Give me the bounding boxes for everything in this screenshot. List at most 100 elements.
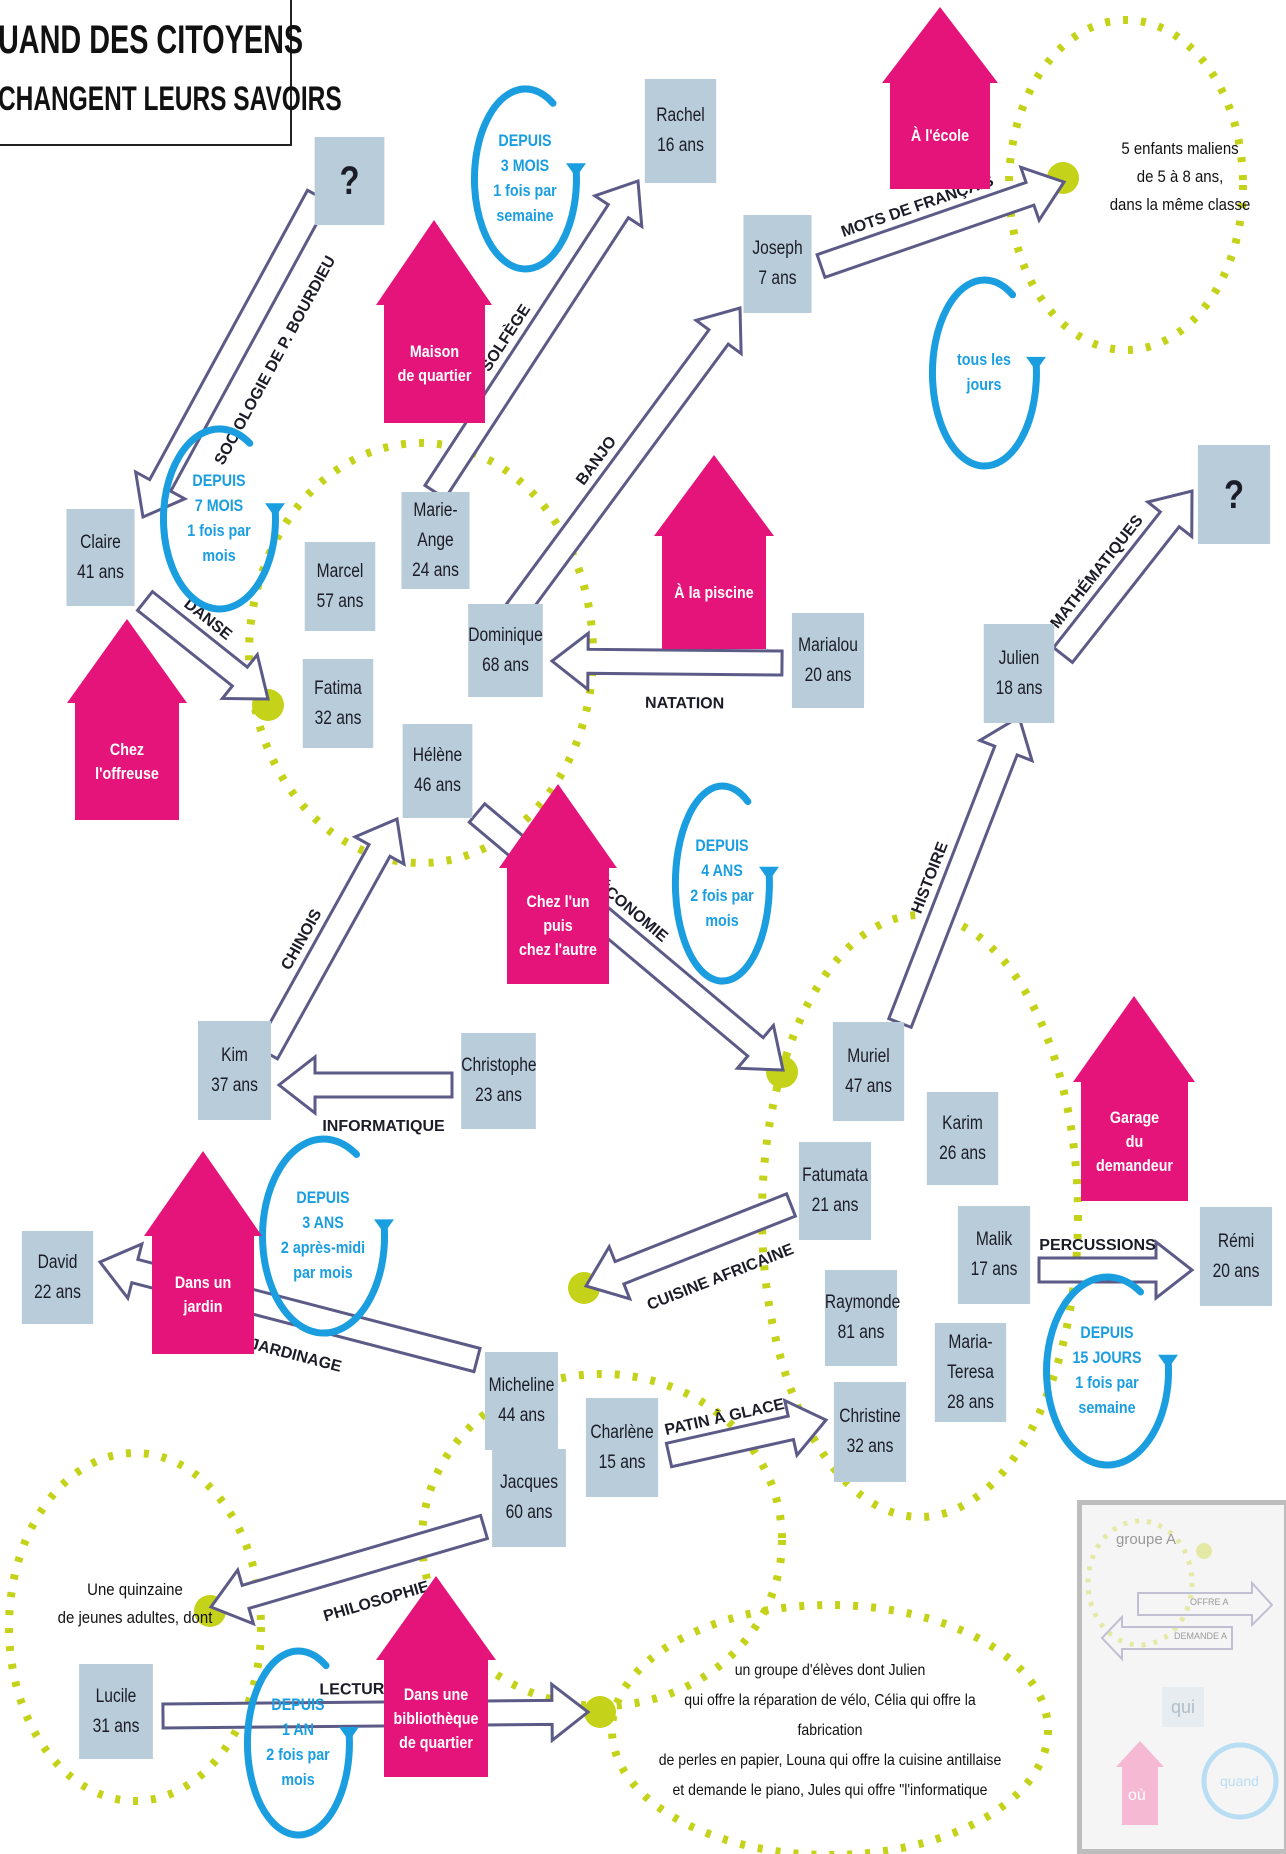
person-text: 31 ans bbox=[92, 1715, 140, 1737]
person-text: 24 ans bbox=[412, 559, 459, 581]
person-text: Claire bbox=[80, 531, 121, 553]
place-ecole: À l'école bbox=[882, 7, 998, 189]
person-text: Malik bbox=[975, 1229, 1013, 1250]
frequency-text: 2 fois par bbox=[266, 1745, 330, 1764]
house-label: À l'école bbox=[890, 83, 990, 189]
person-text: 18 ans bbox=[995, 677, 1043, 699]
exchange-arrow: CUISINE AFRICAINE bbox=[583, 1191, 798, 1314]
person-text: Karim bbox=[942, 1112, 983, 1134]
cycle-icon bbox=[1043, 1273, 1172, 1469]
title-line-2: CHANGENT LEURS SAVOIRS bbox=[0, 80, 342, 118]
place-text: demandeur bbox=[1096, 1155, 1173, 1175]
house-label: Dans un jardin bbox=[152, 1236, 254, 1354]
frequency-text: 1 fois par bbox=[493, 181, 557, 200]
person-text: 16 ans bbox=[657, 135, 704, 156]
person-claire: Claire 41 ans bbox=[66, 509, 135, 606]
person-text: Charlène bbox=[590, 1421, 654, 1443]
frequency-text: DEPUIS bbox=[695, 835, 749, 855]
person-text: 44 ans bbox=[498, 1405, 545, 1426]
note-enfants-line-3: dans la même classe bbox=[1109, 195, 1251, 214]
person-micheline: Micheline 44 ans bbox=[485, 1352, 558, 1450]
person-text: Micheline bbox=[488, 1375, 555, 1396]
frequency-text: DEPUIS bbox=[192, 471, 246, 490]
house-roof-icon bbox=[67, 619, 187, 703]
place-text: Chez l'un puis bbox=[526, 892, 590, 935]
frequency-text: 2 après-midi bbox=[280, 1238, 366, 1257]
person-text: Raymonde bbox=[824, 1292, 901, 1313]
person-text: 32 ans bbox=[314, 707, 362, 729]
subject-label: LECTURE bbox=[319, 1681, 395, 1699]
frequency-tous-jours: tous les jours bbox=[938, 283, 1030, 461]
place-text: Maison bbox=[409, 342, 460, 361]
place-text: du bbox=[1125, 1131, 1144, 1151]
house-label: Chez l'offreuse bbox=[75, 703, 179, 820]
house-label: À la piscine bbox=[662, 536, 766, 649]
place-text: de quartier bbox=[399, 1732, 473, 1752]
exchange-arrow: PATIN À GLACE bbox=[663, 1394, 829, 1469]
legend: groupe A OFFRE A DEMANDE A qui où quand bbox=[1077, 1500, 1286, 1854]
legend-ou: où bbox=[1128, 1787, 1146, 1804]
group-circle bbox=[5, 1449, 265, 1805]
note-enfants-line-1: 5 enfants maliens bbox=[1121, 139, 1239, 158]
frequency-text: mois bbox=[202, 546, 236, 565]
place-text: l'offreuse bbox=[95, 763, 159, 783]
person-unknown1: ? bbox=[314, 137, 385, 225]
place-text: Dans une bbox=[403, 1684, 469, 1704]
person-text: 23 ans bbox=[475, 1085, 522, 1106]
exchange-arrow: MATHÉMATIQUES bbox=[1046, 489, 1194, 665]
frequency-text: 3 ANS bbox=[302, 1213, 344, 1232]
person-text: 47 ans bbox=[845, 1075, 892, 1097]
frequency-text: 2 fois par bbox=[690, 885, 754, 905]
place-text: Garage bbox=[1109, 1107, 1160, 1127]
title-line-1: UAND DES CITOYENS bbox=[0, 18, 304, 62]
place-text: bibliothèque bbox=[393, 1708, 479, 1728]
person-text: Hélène bbox=[412, 745, 463, 766]
house-label: Dans une bibliothèque de quartier bbox=[384, 1660, 488, 1777]
frequency-text: DEPUIS bbox=[271, 1695, 325, 1714]
person-text: ? bbox=[339, 159, 360, 203]
house-roof-icon bbox=[376, 1576, 496, 1660]
place-garage: Garage du demandeur bbox=[1073, 996, 1195, 1201]
place-jardin: Dans un jardin bbox=[144, 1151, 262, 1354]
person-text: 41 ans bbox=[77, 561, 124, 583]
frequency-text: 4 ANS bbox=[701, 860, 743, 880]
person-text: 60 ans bbox=[505, 1502, 553, 1523]
frequency-text: 3 MOIS bbox=[500, 156, 550, 175]
person-text: ? bbox=[1223, 472, 1245, 517]
cycle-icon bbox=[243, 1647, 353, 1839]
house-roof-icon bbox=[376, 220, 492, 305]
person-text: Fatumata bbox=[802, 1165, 868, 1186]
person-text: Joseph bbox=[752, 238, 803, 259]
frequency-text: par mois bbox=[293, 1263, 353, 1282]
person-text: Christophe bbox=[461, 1055, 537, 1076]
person-text: Christine bbox=[839, 1406, 901, 1427]
exchange-arrow: HISTOIRE bbox=[886, 714, 1035, 1030]
house-label: Garage du demandeur bbox=[1081, 1082, 1188, 1201]
person-text: David bbox=[37, 1251, 78, 1273]
frequency-text: DEPUIS bbox=[1080, 1323, 1134, 1342]
frequency-text: mois bbox=[705, 910, 739, 930]
frequency-text: 15 JOURS bbox=[1072, 1348, 1142, 1367]
person-text: 57 ans bbox=[316, 590, 364, 612]
place-text: Chez bbox=[109, 739, 145, 759]
frequency-text: 1 AN bbox=[281, 1720, 314, 1739]
cycle-icon bbox=[928, 276, 1040, 470]
person-text: 22 ans bbox=[34, 1281, 81, 1303]
place-text: À la piscine bbox=[674, 582, 754, 602]
